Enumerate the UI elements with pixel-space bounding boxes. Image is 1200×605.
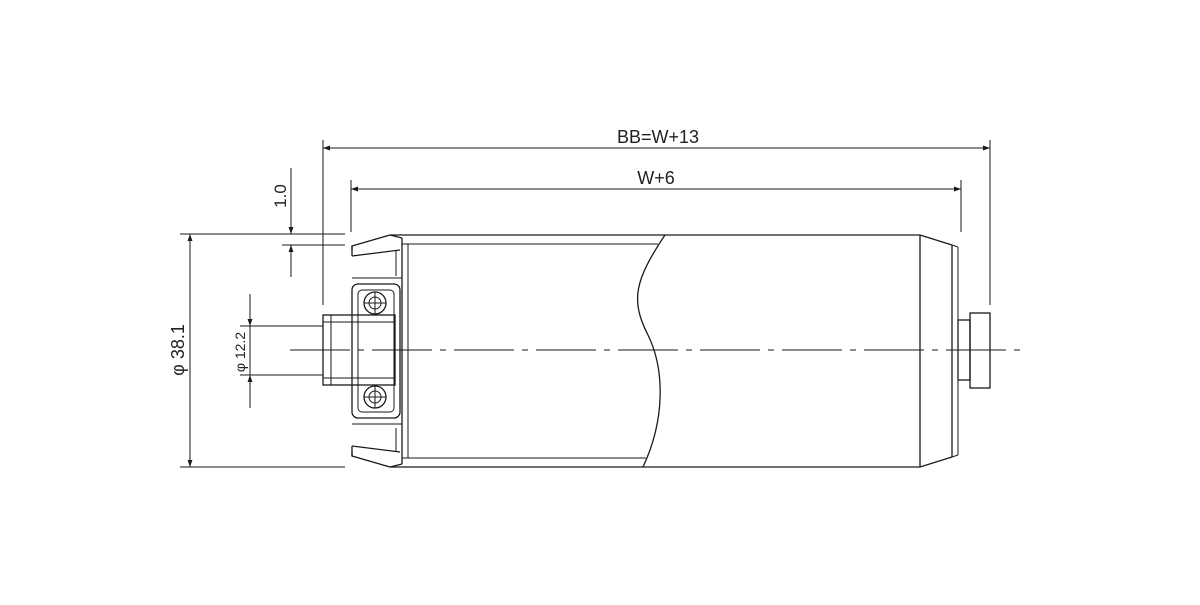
left-shaft (322, 314, 396, 386)
dim-bore-diameter: φ 12.2 (232, 294, 253, 408)
dim-wall-thickness-label: 1.0 (271, 184, 290, 208)
bearing-bottom (363, 385, 387, 409)
dim-tube-length-label: W+6 (637, 168, 675, 188)
roller-tube (390, 234, 959, 468)
dim-roller-diameter: φ 38.1 (168, 234, 193, 467)
dim-roller-diameter-label: φ 38.1 (168, 324, 188, 376)
bearing-top (363, 291, 387, 315)
dim-bore-diameter-label: φ 12.2 (232, 332, 248, 372)
right-shaft (957, 312, 991, 389)
extension-lines (180, 140, 991, 468)
end-cap (351, 234, 409, 468)
dim-wall-thickness: 1.0 (271, 168, 294, 277)
dim-overall-length: BB=W+13 (323, 127, 990, 151)
dim-overall-length-label: BB=W+13 (617, 127, 699, 147)
dim-tube-length: W+6 (351, 168, 961, 192)
